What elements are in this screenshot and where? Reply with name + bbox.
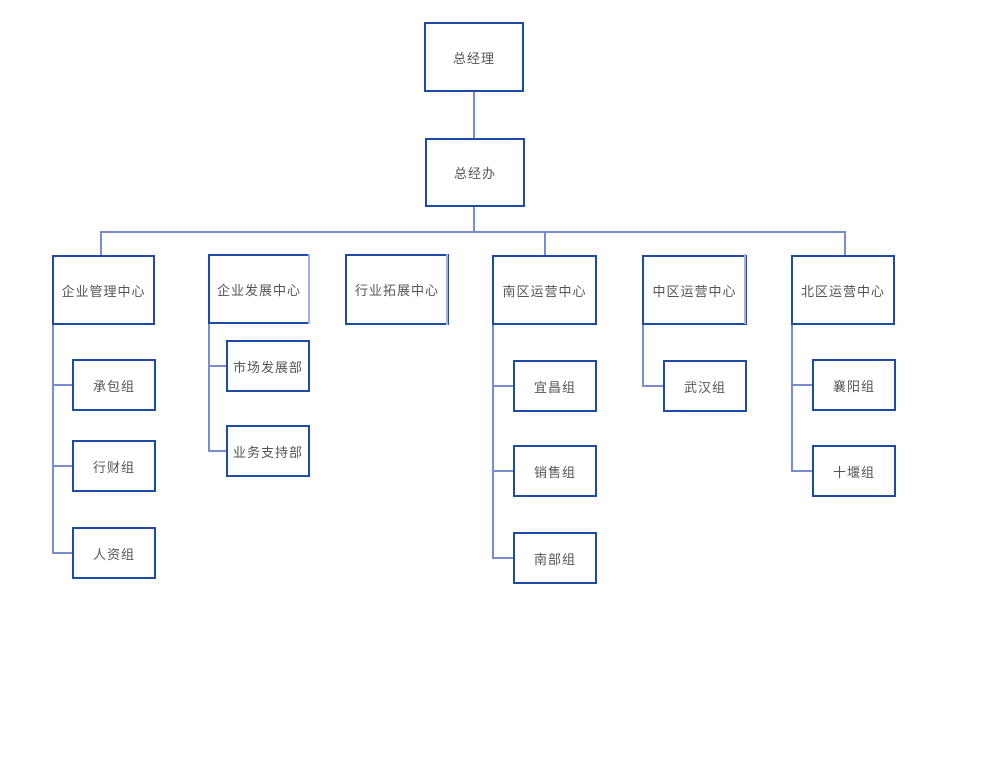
connector-segment bbox=[844, 231, 846, 255]
org-node-label: 企业发展中心 bbox=[216, 283, 301, 299]
org-node-label: 十堰组 bbox=[832, 465, 875, 481]
org-node-label: 南区运营中心 bbox=[502, 284, 587, 300]
org-node-label: 企业管理中心 bbox=[61, 284, 146, 300]
connector-segment bbox=[52, 465, 72, 467]
org-node-shiyan-group[interactable]: 十堰组 bbox=[812, 445, 896, 497]
connector-segment bbox=[208, 365, 226, 367]
connector-segment bbox=[544, 231, 546, 255]
org-node-label: 销售组 bbox=[533, 465, 576, 481]
connector-segment bbox=[744, 254, 746, 324]
connector-segment bbox=[100, 231, 846, 233]
org-node-label: 行财组 bbox=[92, 460, 135, 476]
connector-segment bbox=[791, 325, 793, 472]
connector-segment bbox=[492, 385, 513, 387]
org-node-south-ops-center[interactable]: 南区运营中心 bbox=[492, 255, 597, 325]
org-node-hr-group[interactable]: 人资组 bbox=[72, 527, 156, 579]
org-node-wuhan-group[interactable]: 武汉组 bbox=[663, 360, 747, 412]
org-node-label: 行业拓展中心 bbox=[354, 284, 439, 299]
org-node-enterprise-dev-center[interactable]: 企业发展中心 bbox=[208, 254, 310, 324]
org-node-admin-finance-group[interactable]: 行财组 bbox=[72, 440, 156, 492]
org-node-ceo[interactable]: 总经理 bbox=[424, 22, 524, 92]
org-node-business-support-dept[interactable]: 业务支持部 bbox=[226, 425, 310, 477]
org-node-label: 北区运营中心 bbox=[800, 284, 885, 300]
connector-segment bbox=[208, 450, 226, 452]
connector-segment bbox=[492, 325, 494, 559]
connector-segment bbox=[791, 384, 812, 386]
org-node-label: 武汉组 bbox=[683, 380, 726, 396]
org-node-industry-expansion-center[interactable]: 行业拓展中心 bbox=[345, 254, 449, 325]
org-node-contracting-group[interactable]: 承包组 bbox=[72, 359, 156, 411]
org-node-label: 承包组 bbox=[92, 379, 135, 395]
org-node-south-group[interactable]: 南部组 bbox=[513, 532, 597, 584]
connector-segment bbox=[52, 325, 54, 554]
org-node-yichang-group[interactable]: 宜昌组 bbox=[513, 360, 597, 412]
org-node-north-ops-center[interactable]: 北区运营中心 bbox=[791, 255, 895, 325]
org-node-label: 总经理 bbox=[452, 51, 495, 67]
org-node-label: 中区运营中心 bbox=[652, 284, 737, 300]
connector-segment bbox=[492, 470, 513, 472]
org-node-label: 市场发展部 bbox=[232, 360, 303, 376]
org-node-label: 人资组 bbox=[92, 547, 135, 563]
org-node-label: 南部组 bbox=[533, 552, 576, 568]
org-node-sales-group[interactable]: 销售组 bbox=[513, 445, 597, 497]
connector-segment bbox=[446, 254, 448, 325]
org-node-label: 宜昌组 bbox=[533, 380, 576, 396]
org-node-xiangyang-group[interactable]: 襄阳组 bbox=[812, 359, 896, 411]
connector-segment bbox=[100, 231, 102, 255]
connector-segment bbox=[473, 207, 475, 232]
connector-segment bbox=[52, 384, 72, 386]
connector-segment bbox=[492, 557, 513, 559]
org-node-central-ops-center[interactable]: 中区运营中心 bbox=[642, 255, 747, 325]
connector-segment bbox=[791, 470, 812, 472]
org-node-market-dev-dept[interactable]: 市场发展部 bbox=[226, 340, 310, 392]
org-node-label: 襄阳组 bbox=[832, 379, 875, 395]
org-node-gm-office[interactable]: 总经办 bbox=[425, 138, 525, 207]
connector-segment bbox=[308, 254, 310, 324]
connector-segment bbox=[208, 324, 210, 452]
connector-segment bbox=[642, 325, 644, 387]
org-node-label: 业务支持部 bbox=[232, 445, 303, 461]
org-node-label: 总经办 bbox=[453, 167, 496, 182]
connector-segment bbox=[52, 552, 72, 554]
org-node-enterprise-mgmt-center[interactable]: 企业管理中心 bbox=[52, 255, 155, 325]
connector-segment bbox=[642, 385, 663, 387]
connector-segment bbox=[473, 92, 475, 138]
